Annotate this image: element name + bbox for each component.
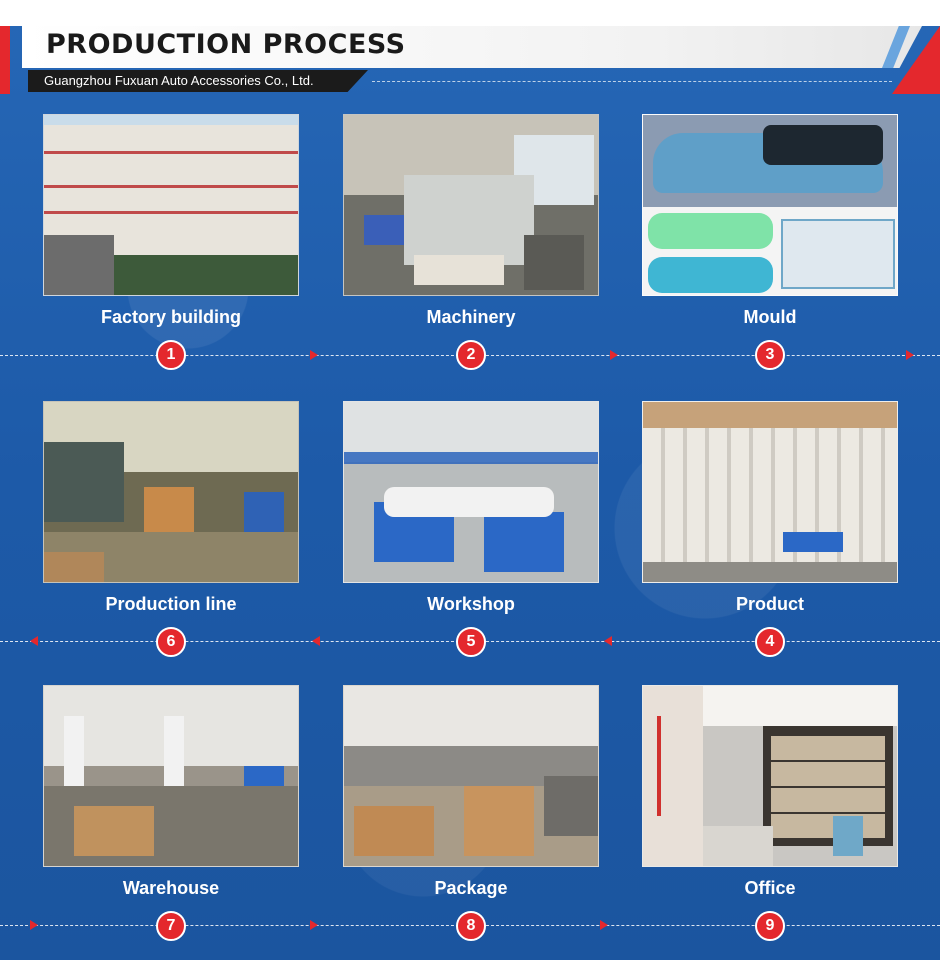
photo-product [642, 401, 898, 583]
step-badge-9: 9 [755, 911, 785, 941]
arrow-left-icon [30, 636, 38, 646]
photo-warehouse [43, 685, 299, 867]
caption-machinery: Machinery [426, 307, 516, 327]
caption-mould: Mould [743, 307, 797, 327]
subtitle-bar [28, 70, 368, 92]
step-badge-8: 8 [456, 911, 486, 941]
step-badge-3: 3 [755, 340, 785, 370]
caption-office: Office [744, 878, 796, 898]
arrow-right-icon [600, 920, 608, 930]
caption-workshop: Workshop [427, 594, 515, 614]
photo-package [343, 685, 599, 867]
header-red-accent-left [0, 26, 10, 94]
step-badge-4: 4 [755, 627, 785, 657]
photo-factory-building [43, 114, 299, 296]
subtitle-divider [372, 81, 892, 82]
caption-package: Package [434, 878, 508, 898]
arrow-left-icon [604, 636, 612, 646]
arrow-right-icon [310, 920, 318, 930]
header-top-strip [0, 0, 940, 26]
step-badge-2: 2 [456, 340, 486, 370]
title-panel [22, 26, 922, 68]
caption-production-line: Production line [105, 594, 237, 614]
step-badge-6: 6 [156, 627, 186, 657]
step-badge-7: 7 [156, 911, 186, 941]
step-badge-1: 1 [156, 340, 186, 370]
photo-office [642, 685, 898, 867]
caption-factory-building: Factory building [100, 307, 241, 327]
photo-mould [642, 114, 898, 296]
arrow-left-icon [312, 636, 320, 646]
photo-machinery [343, 114, 599, 296]
photo-production-line [43, 401, 299, 583]
page-title: PRODUCTION PROCESS [46, 29, 406, 60]
company-name: Guangzhou Fuxuan Auto Accessories Co., L… [44, 73, 314, 88]
photo-workshop [343, 401, 599, 583]
caption-product: Product [735, 594, 804, 614]
arrow-right-icon [610, 350, 618, 360]
caption-warehouse: Warehouse [122, 878, 220, 898]
arrow-right-icon [310, 350, 318, 360]
step-badge-5: 5 [456, 627, 486, 657]
arrow-right-icon [30, 920, 38, 930]
arrow-right-icon [906, 350, 914, 360]
